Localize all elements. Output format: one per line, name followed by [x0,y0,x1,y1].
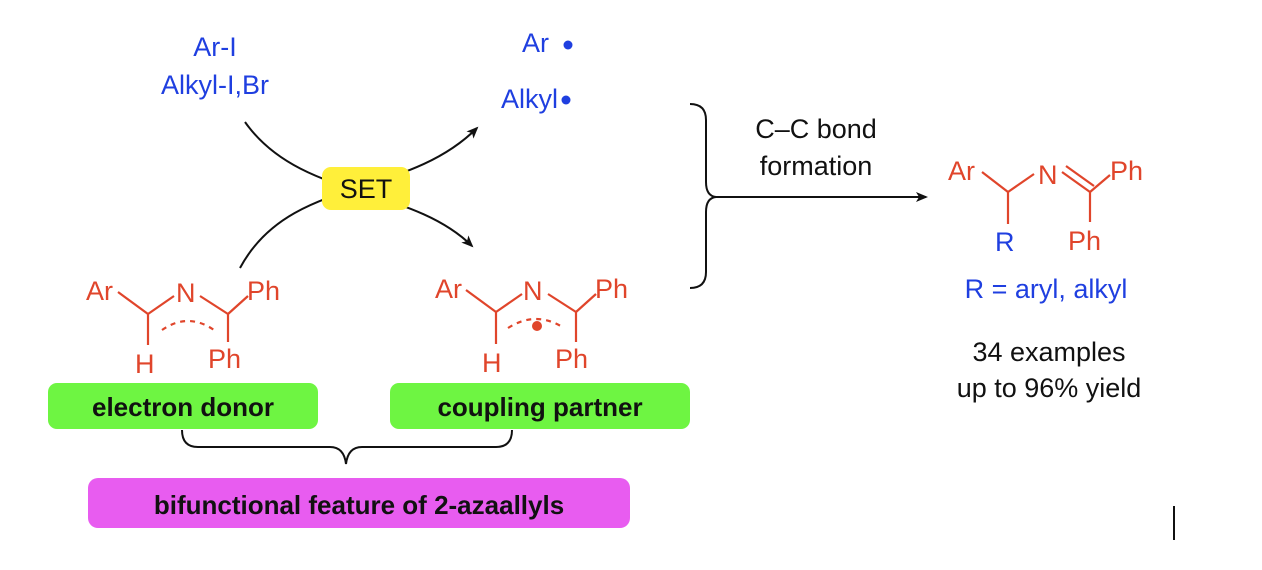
donor-n-label: N [176,278,196,308]
partner-n-label: N [523,276,543,306]
partner-delocalized-arc [507,317,565,329]
donor-ph-top-label: Ph [247,276,280,306]
partner-bond-c-ph [575,293,597,313]
partner-bond-c-n [495,293,523,313]
product-r-definition: R = aryl, alkyl [965,274,1128,304]
product-ph-bottom-label: Ph [1068,226,1101,256]
donor-ph-bottom-label: Ph [208,344,241,374]
bifunctional-brace [181,429,513,465]
partner-bond-n-c [547,293,577,313]
partner-radical-dot [532,321,542,331]
product-examples-count: 34 examples [972,337,1125,367]
donor-bond-n-c [199,295,229,315]
product-bond-n-c-a [1061,171,1091,193]
donor-delocalized-arc [161,319,215,331]
alkyl-radical-dot [561,95,571,105]
coupling-partner-badge [390,383,690,429]
donor-bond-c-n [147,295,175,315]
product-r-label: R [995,227,1015,257]
reagent-aryl-iodide: Ar-I [193,32,237,62]
aryl-radical-label: Ar [522,28,549,58]
product-yield: up to 96% yield [957,373,1142,403]
partner-ar-label: Ar [435,274,462,304]
partner-h-label: H [482,348,502,378]
product-bond-c-n [1007,173,1035,193]
product-bond-ar-c [981,171,1009,193]
partner-bond-ar-c [465,289,497,313]
reagent-alkyl-halide: Alkyl-I,Br [161,70,269,100]
product-ph-top-label: Ph [1110,156,1143,186]
aryl-radical-dot [563,40,573,50]
donor-bond-ar-c [117,291,149,315]
electron-donor-label: electron donor [92,392,274,422]
bond-formation-line2: formation [760,151,873,181]
partner-structure: Ar N Ph H Ph [435,274,628,378]
product-structure: Ar N Ph R Ph [948,156,1143,257]
donor-ar-label: Ar [86,276,113,306]
product-bond-c-ph [1089,174,1111,193]
donor-bond-c-ph [227,295,249,315]
electron-donor-badge [48,383,318,429]
alkyl-radical-label: Alkyl [501,84,558,114]
bifunctional-feature-label: bifunctional feature of 2-azaallyls [154,490,564,520]
partner-ph-bottom-label: Ph [555,344,588,374]
product-n-label: N [1038,160,1058,190]
bond-formation-line1: C–C bond [755,114,877,144]
partner-ph-top-label: Ph [595,274,628,304]
coupling-partner-label: coupling partner [437,392,642,422]
set-label: SET [340,174,393,204]
set-badge [322,167,410,210]
bifunctional-feature-badge [88,478,630,528]
product-bond-n-c-b [1065,165,1095,187]
donor-structure: Ar N Ph H Ph [86,276,280,379]
product-ar-label: Ar [948,156,975,186]
donor-h-label: H [135,349,155,379]
